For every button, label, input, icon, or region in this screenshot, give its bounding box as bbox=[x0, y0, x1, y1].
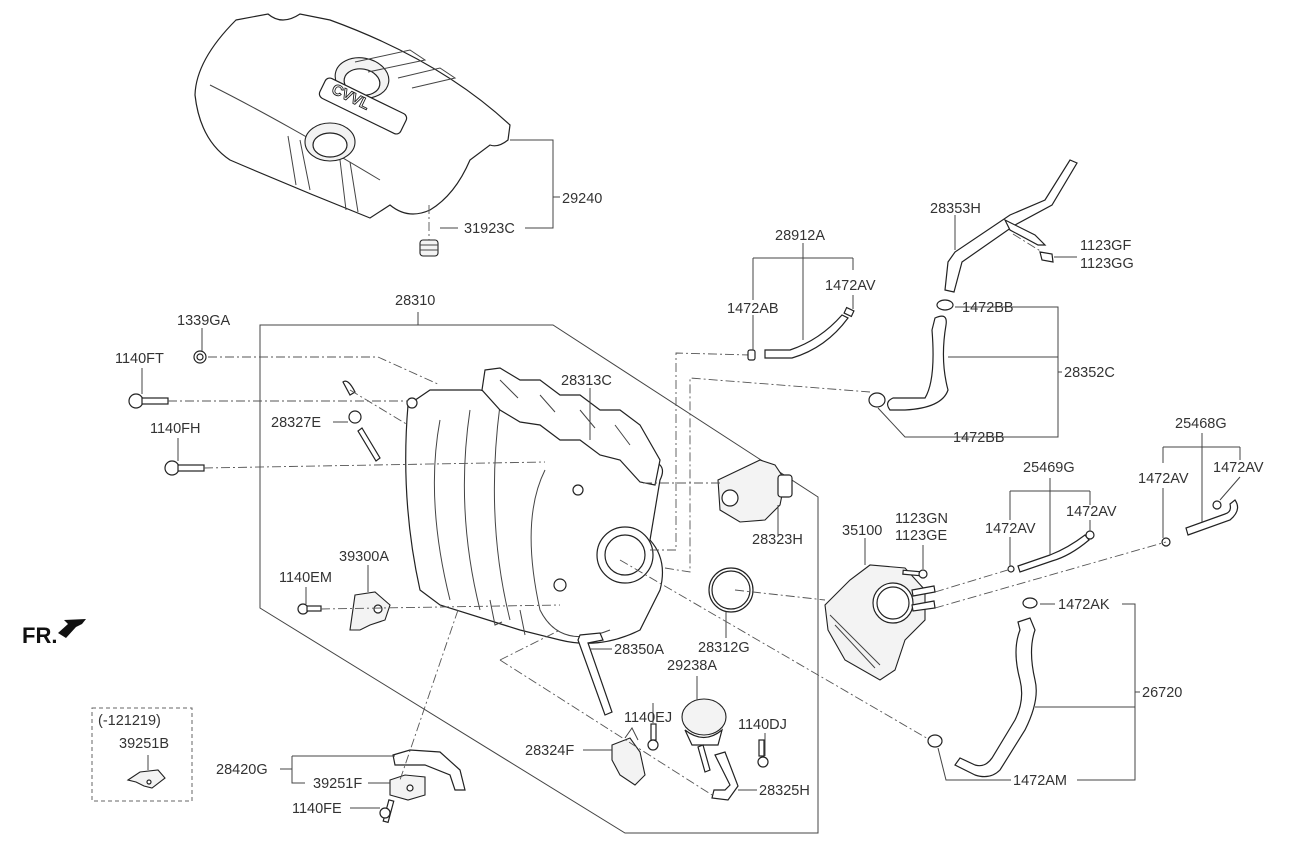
label-1140FE: 1140FE bbox=[292, 801, 342, 817]
label-1472AV-e: 1472AV bbox=[1066, 504, 1117, 520]
label-25468G: 25468G bbox=[1175, 416, 1227, 432]
line-28912A bbox=[650, 352, 751, 551]
leader-25468G bbox=[1162, 433, 1241, 538]
leader-25469G bbox=[1009, 478, 1091, 566]
label-1472BB-a: 1472BB bbox=[962, 300, 1014, 316]
bracket-39251B[interactable] bbox=[126, 769, 166, 789]
line-28312G bbox=[734, 589, 826, 601]
front-direction-label: FR. bbox=[22, 623, 57, 648]
label-28324F: 28324F bbox=[525, 743, 574, 759]
line-1123GF bbox=[1012, 233, 1043, 253]
gasket-28312G[interactable] bbox=[708, 567, 754, 613]
leader-28420G bbox=[280, 755, 395, 809]
bolt-1140EJ[interactable] bbox=[647, 723, 659, 751]
engine-cover[interactable]: CVVL bbox=[194, 13, 511, 219]
label-1140FT: 1140FT bbox=[115, 351, 164, 367]
variant-note: (-121219) bbox=[98, 713, 161, 729]
pipe-28353H[interactable] bbox=[944, 159, 1078, 293]
label-39251B: 39251B bbox=[119, 736, 169, 752]
label-1472AV-a: 1472AV bbox=[825, 278, 876, 294]
solenoid-28324F[interactable] bbox=[611, 727, 646, 786]
bolt-1140DJ[interactable] bbox=[757, 739, 769, 768]
label-1123GG: 1123GG bbox=[1080, 256, 1134, 272]
label-29240: 29240 bbox=[562, 191, 602, 207]
line-manifold-lower-b bbox=[499, 659, 713, 796]
variant-box bbox=[91, 707, 193, 802]
leader-29240 bbox=[440, 139, 560, 229]
label-1140DJ: 1140DJ bbox=[738, 717, 787, 733]
label-1140EJ: 1140EJ bbox=[624, 710, 672, 726]
label-1140EM: 1140EM bbox=[279, 570, 332, 586]
label-1472AM: 1472AM bbox=[1013, 773, 1067, 789]
label-1123GF: 1123GF bbox=[1080, 238, 1131, 254]
hose-28325H[interactable] bbox=[711, 751, 739, 801]
line-bracket bbox=[399, 609, 459, 781]
bolt-1140FE[interactable] bbox=[379, 799, 395, 824]
label-28353H: 28353H bbox=[930, 201, 981, 217]
hose-28352C[interactable] bbox=[868, 299, 954, 411]
line-28352C bbox=[664, 377, 871, 573]
label-1140FH: 1140FH bbox=[150, 421, 201, 437]
label-29238A: 29238A bbox=[667, 658, 717, 674]
line-39300A bbox=[320, 604, 561, 610]
hose-25468G[interactable] bbox=[1161, 499, 1239, 547]
bolt-1123GN[interactable] bbox=[902, 569, 928, 579]
hose-28912A[interactable] bbox=[747, 306, 855, 361]
label-25469G: 25469G bbox=[1023, 460, 1075, 476]
label-39251F: 39251F bbox=[313, 776, 362, 792]
line-1140FH bbox=[203, 461, 546, 469]
label-31923C: 31923C bbox=[464, 221, 515, 237]
valve-28327E[interactable] bbox=[342, 380, 381, 462]
label-39300A: 39300A bbox=[339, 549, 389, 565]
label-1123GE: 1123GE bbox=[895, 528, 947, 544]
label-1472AB: 1472AB bbox=[727, 301, 779, 317]
line-throttle-hose bbox=[619, 559, 931, 741]
line-25469G bbox=[934, 568, 1012, 593]
label-28350A: 28350A bbox=[614, 642, 664, 658]
vacuum-actuator-29238A[interactable] bbox=[681, 698, 727, 773]
leader-26720 bbox=[937, 603, 1140, 781]
line-28327E bbox=[349, 389, 409, 426]
label-1339GA: 1339GA bbox=[177, 313, 231, 329]
actuator-28323H[interactable] bbox=[717, 459, 793, 523]
bolt-1123GF[interactable] bbox=[1039, 251, 1054, 263]
gasket-28313C[interactable] bbox=[481, 367, 661, 486]
label-1123GN: 1123GN bbox=[895, 511, 948, 527]
bolt-1140EM[interactable] bbox=[297, 603, 322, 615]
hose-25469G[interactable] bbox=[1007, 530, 1095, 573]
label-1472AV-d: 1472AV bbox=[985, 521, 1036, 537]
label-28352C: 28352C bbox=[1064, 365, 1115, 381]
label-28420G: 28420G bbox=[216, 762, 268, 778]
label-35100: 35100 bbox=[842, 523, 882, 539]
front-direction-arrow-icon bbox=[58, 619, 86, 638]
leader-28352C bbox=[877, 306, 1062, 438]
label-28912A: 28912A bbox=[775, 228, 825, 244]
hose-26720[interactable] bbox=[927, 597, 1038, 778]
line-manifold-lower-a bbox=[499, 629, 561, 661]
throttle-body-35100[interactable] bbox=[824, 564, 936, 681]
bolt-1140FT[interactable] bbox=[128, 393, 169, 409]
label-1472AV-c: 1472AV bbox=[1213, 460, 1264, 476]
label-28310: 28310 bbox=[395, 293, 435, 309]
label-1472AK: 1472AK bbox=[1058, 597, 1110, 613]
plug-31923C[interactable] bbox=[419, 239, 439, 257]
manifold-group-box bbox=[259, 324, 819, 834]
label-1472BB-b: 1472BB bbox=[953, 430, 1005, 446]
label-28323H: 28323H bbox=[752, 532, 803, 548]
bracket-28420G[interactable] bbox=[389, 749, 466, 801]
bolt-1140FH[interactable] bbox=[164, 460, 205, 476]
line-25468G bbox=[934, 541, 1167, 609]
label-26720: 26720 bbox=[1142, 685, 1182, 701]
nut-1339GA[interactable] bbox=[193, 350, 207, 364]
sensor-39300A[interactable] bbox=[349, 591, 391, 631]
line-1339GA bbox=[208, 356, 441, 386]
label-1472AV-b: 1472AV bbox=[1138, 471, 1189, 487]
label-28325H: 28325H bbox=[759, 783, 810, 799]
leader-28912A bbox=[752, 243, 854, 350]
label-28327E: 28327E bbox=[271, 415, 321, 431]
hose-28350A[interactable] bbox=[577, 632, 613, 716]
label-28313C: 28313C bbox=[561, 373, 612, 389]
label-28312G: 28312G bbox=[698, 640, 750, 656]
